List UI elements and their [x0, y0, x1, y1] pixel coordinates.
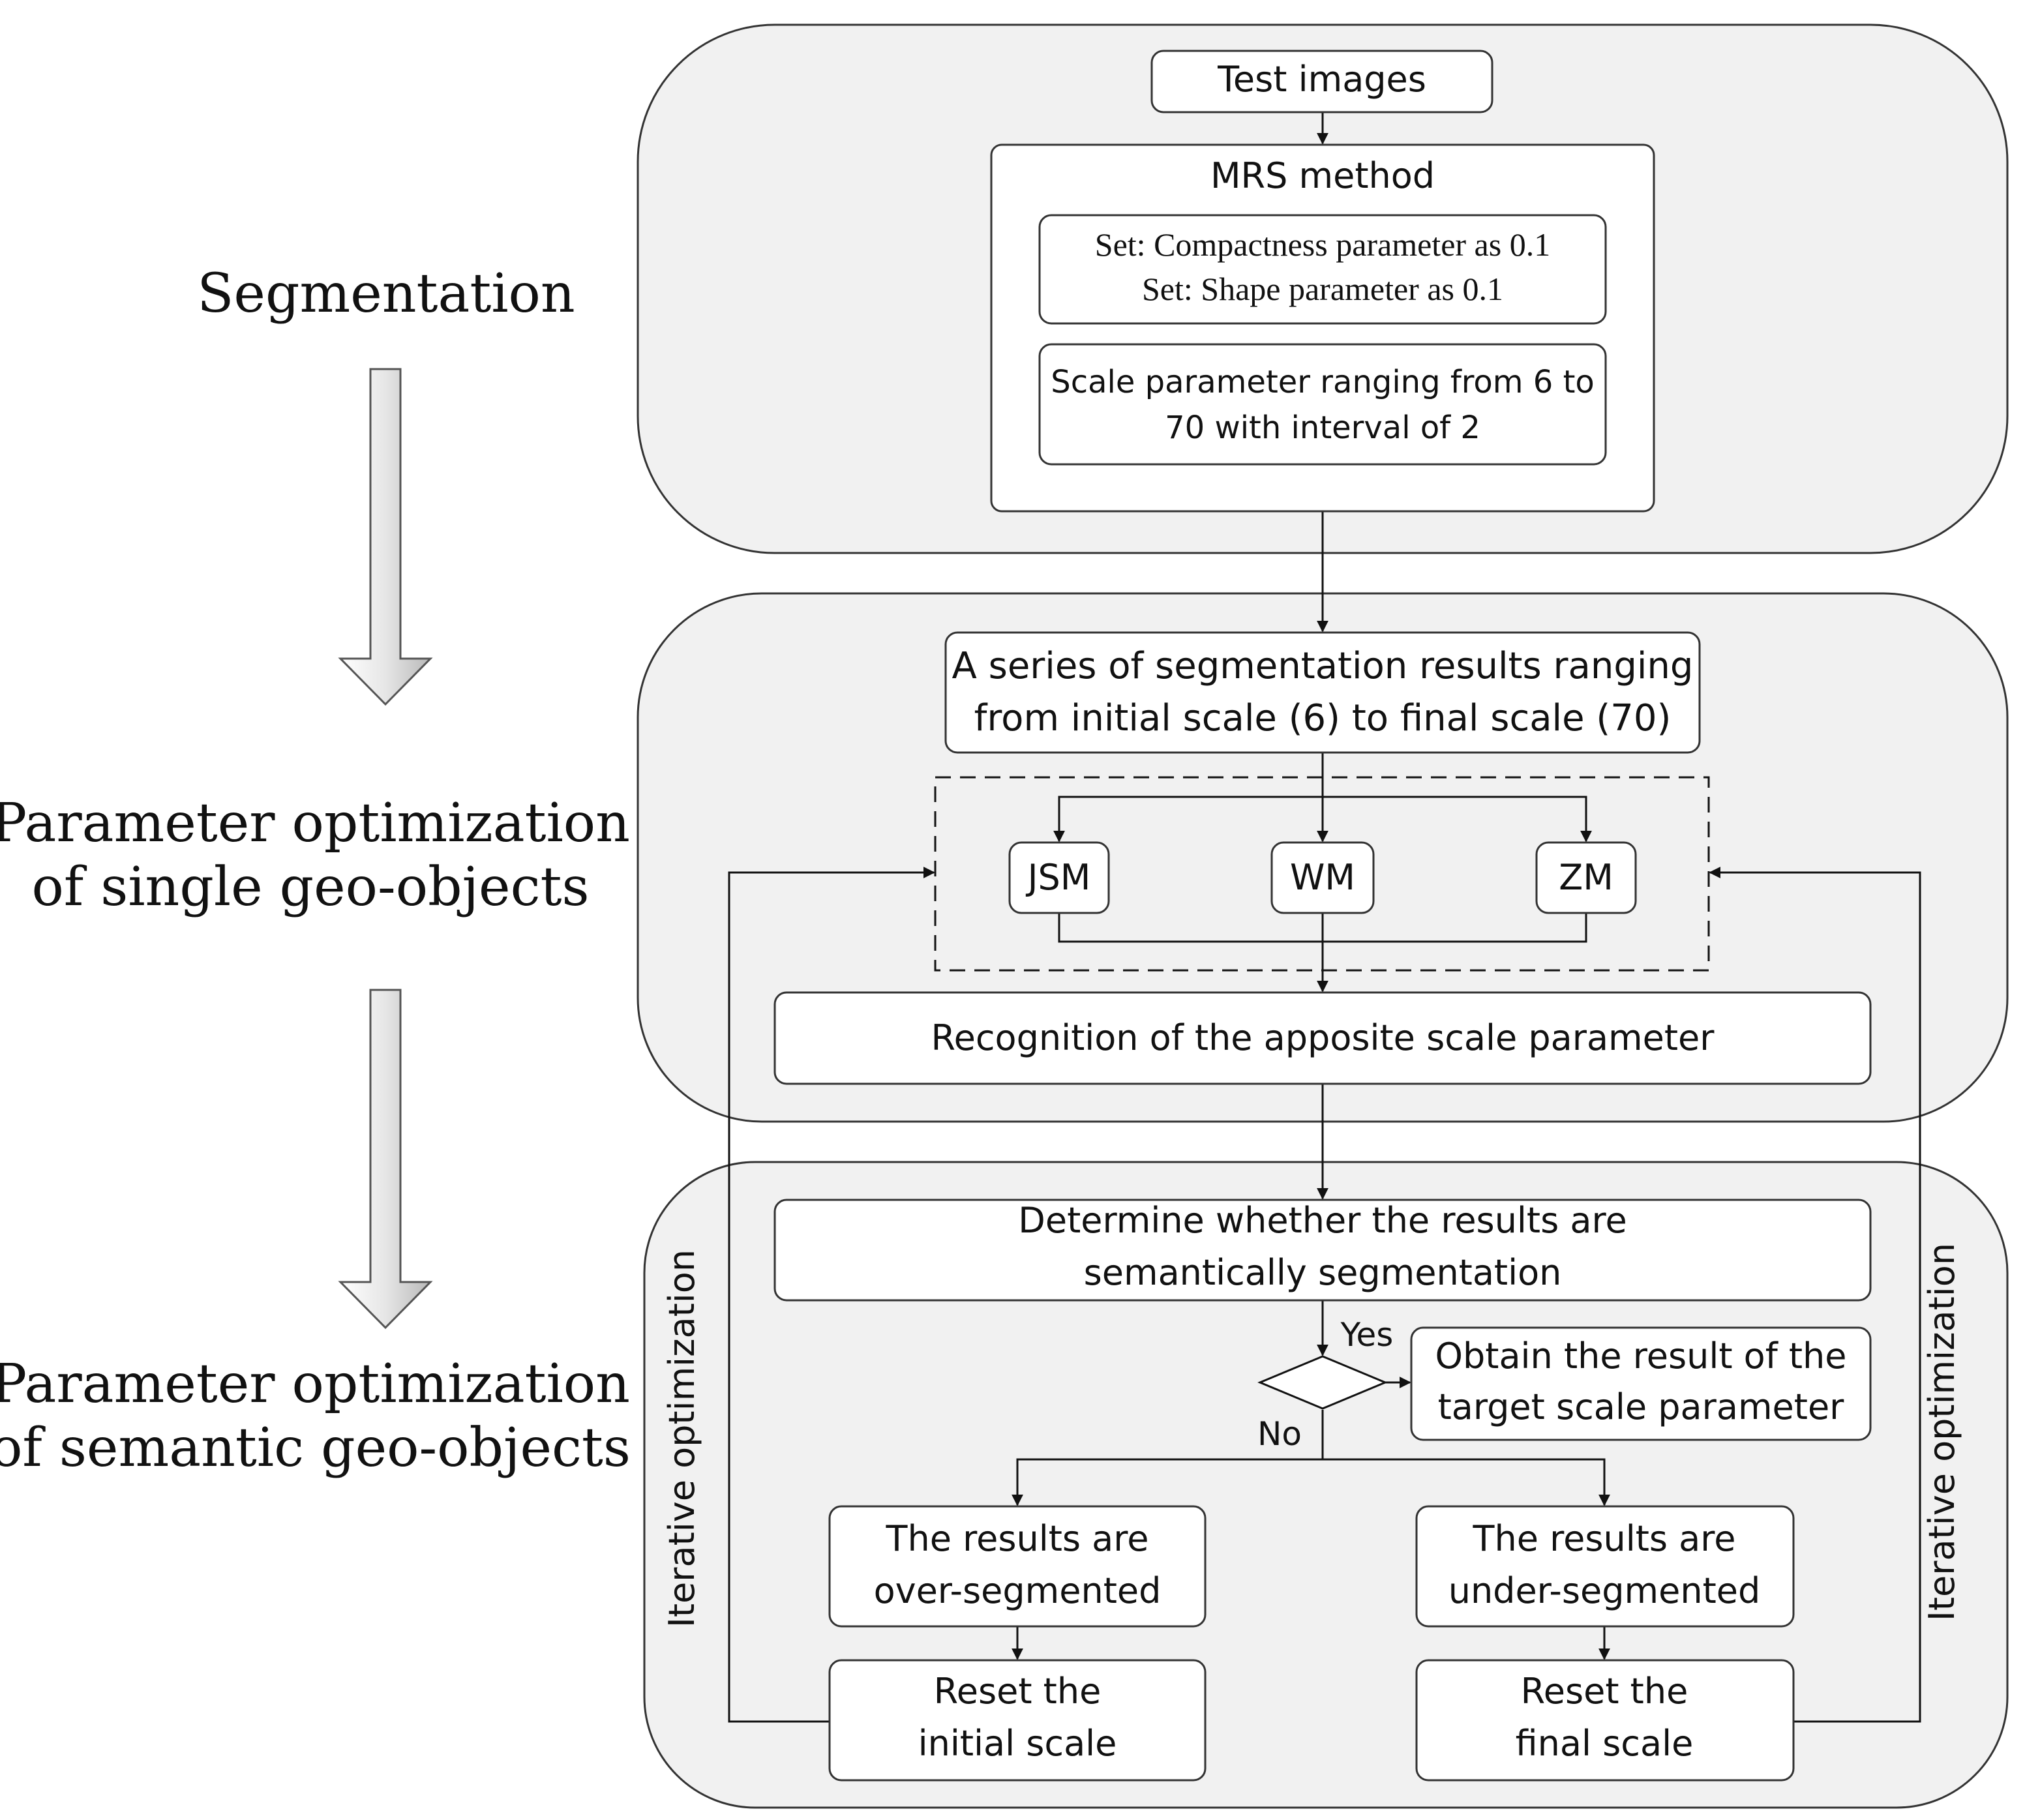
- stage-arrow-2: [338, 989, 433, 1330]
- recognition-label: Recognition of the apposite scale parame…: [931, 1017, 1715, 1058]
- node-over-segmented: [828, 1505, 1207, 1628]
- arrow-no-to-under: [1323, 1458, 1610, 1506]
- set-params-line1: Set: Compactness parameter as 0.1: [1095, 226, 1550, 263]
- series-line2: from initial scale (6) to final scale (7…: [974, 697, 1672, 739]
- series-line1: A series of segmentation results ranging: [952, 645, 1694, 687]
- stage-label-semantic-line1: Parameter optimization: [0, 1353, 630, 1415]
- stage-label-single-line2: of single geo-objects: [31, 856, 589, 918]
- node-recognition: [773, 991, 1872, 1085]
- set-params-line2: Set: Shape parameter as 0.1: [1142, 271, 1503, 307]
- under-segmented-line2: under-segmented: [1448, 1570, 1761, 1611]
- jsm-label: JSM: [1026, 857, 1091, 898]
- obtain-line1: Obtain the result of the: [1435, 1335, 1847, 1377]
- reset-final-line2: final scale: [1516, 1723, 1694, 1764]
- node-test-images: [1150, 50, 1493, 113]
- node-reset-final: [1415, 1659, 1795, 1782]
- stage-arrow-1: [338, 368, 433, 706]
- obtain-line2: target scale parameter: [1438, 1386, 1845, 1427]
- loop-left-feedback: [728, 867, 935, 1723]
- node-determine: [773, 1199, 1872, 1302]
- reset-final-line1: Reset the: [1521, 1671, 1688, 1712]
- mrs-method-label: MRS method: [1210, 155, 1435, 196]
- under-segmented-line1: The results are: [1473, 1518, 1736, 1559]
- over-segmented-line2: over-segmented: [874, 1570, 1162, 1611]
- stage-label-single-line1: Parameter optimization: [0, 792, 630, 854]
- determine-line1: Determine whether the results are: [1018, 1200, 1627, 1241]
- reset-initial-line1: Reset the: [934, 1671, 1102, 1712]
- decision-diamond: [1257, 1355, 1388, 1410]
- loop-right-feedback: [1709, 867, 1921, 1723]
- scale-range-line2: 70 with interval of 2: [1165, 410, 1480, 446]
- zm-label: ZM: [1559, 857, 1613, 898]
- node-under-segmented: [1415, 1505, 1795, 1628]
- wm-label: WM: [1290, 857, 1355, 898]
- node-wm: [1270, 841, 1375, 914]
- decision-no-label: No: [1257, 1415, 1302, 1453]
- metrics-group: [934, 776, 1710, 972]
- test-images-label: Test images: [1217, 59, 1426, 100]
- scale-range-line1: Scale parameter ranging from 6 to: [1051, 364, 1595, 400]
- determine-line2: semantically segmentation: [1084, 1252, 1562, 1293]
- node-obtain: [1410, 1326, 1872, 1441]
- stage-label-semantic-line2: of semantic geo-objects: [0, 1417, 631, 1479]
- over-segmented-line1: The results are: [886, 1518, 1149, 1559]
- loop-label-right: Iterative optimization: [1921, 1243, 1962, 1621]
- reset-initial-line2: initial scale: [918, 1723, 1117, 1764]
- decision-yes-label: Yes: [1340, 1316, 1394, 1354]
- arrow-no-to-over: [1012, 1458, 1323, 1506]
- arrow-series-to-zm: [1323, 796, 1592, 843]
- loop-label-left: Iterative optimization: [661, 1249, 702, 1628]
- node-series: [944, 631, 1701, 754]
- node-set-params: [1038, 214, 1607, 325]
- stage-label-segmentation: Segmentation: [197, 263, 575, 325]
- arrow-series-to-jsm: [1053, 796, 1323, 843]
- node-zm: [1535, 841, 1637, 914]
- node-jsm: [1008, 841, 1110, 914]
- node-scale-range: [1038, 343, 1607, 466]
- panel-semantic-geo-objects: [643, 1161, 2009, 1809]
- node-reset-initial: [828, 1659, 1207, 1782]
